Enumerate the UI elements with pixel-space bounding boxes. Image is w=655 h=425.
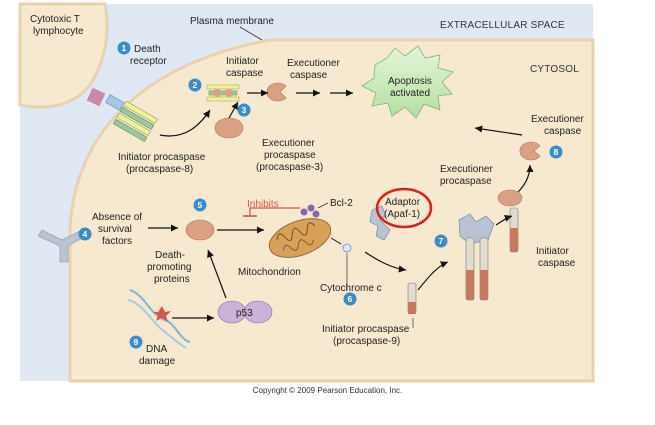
death-promoting-label-1: Death- [155, 250, 185, 261]
survival-factor-receptor [37, 229, 87, 263]
mitochondrion-label: Mitochondrion [238, 267, 301, 278]
apaf1-shape [369, 205, 391, 241]
executioner-caspase-top-label-2: caspase [290, 70, 328, 81]
executioner-procaspase-3-label-3: (procaspase-3) [256, 162, 323, 173]
p53-label: p53 [236, 308, 253, 319]
initiator-caspase-9-shape [509, 207, 519, 253]
bcl2-dot-2 [307, 204, 315, 212]
adaptor-label-2: (Apaf-1) [384, 209, 420, 220]
step-8-marker [549, 145, 563, 159]
executioner-procaspase-right-label-2: procaspase [440, 176, 492, 187]
initiator-procaspase-8-label-2: (procaspase-8) [126, 164, 193, 175]
apoptosis-activated-star [361, 45, 454, 119]
initiator-caspase-top-label-1: Initiator [226, 56, 259, 67]
executioner-procaspase-right-label-1: Executioner [440, 164, 493, 175]
dna-damage-shape [127, 289, 191, 349]
apoptosis-activated-label-1: Apoptosis [388, 76, 432, 87]
procaspase-9-shape [407, 282, 417, 314]
step-1-marker [117, 41, 131, 55]
adaptor-highlight-ring [375, 187, 433, 229]
executioner-caspase-top-label-1: Executioner [287, 58, 340, 69]
executioner-procaspase-3-shape [214, 117, 244, 139]
absence-survival-label-2: survival [98, 224, 132, 235]
step-2-number: 2 [193, 80, 198, 90]
dna-damage-label-2: damage [139, 356, 176, 367]
initiator-caspase-right-label-1: Initiator [536, 246, 569, 257]
initiator-procaspase-9-label-1: Initiator procaspase [322, 324, 410, 335]
apoptosis-activated-label-2: activated [390, 88, 430, 99]
step-9-marker [129, 335, 143, 349]
absence-survival-label-3: factors [102, 236, 132, 247]
step-6-marker [343, 292, 357, 306]
step-7-marker [434, 234, 448, 248]
dna-damage-label-1: DNA [146, 344, 167, 355]
plasma-membrane-label: Plasma membrane [190, 16, 274, 27]
initiator-caspase-top-label-2: caspase [226, 68, 264, 79]
step-1-number: 1 [122, 43, 127, 53]
death-promoting-protein-shape [185, 219, 215, 241]
cytochrome-c-shape [342, 243, 352, 253]
executioner-procaspase-right-shape [497, 189, 523, 207]
mitochondrion-shape [268, 218, 332, 258]
step-4-number: 4 [83, 229, 88, 239]
step-4-marker [78, 227, 92, 241]
extracellular-space-label: EXTRACELLULAR SPACE [440, 20, 565, 31]
death-promoting-label-3: proteins [154, 274, 190, 285]
executioner-caspase-right-label-1: Executioner [531, 114, 584, 125]
step-9-number: 9 [134, 337, 139, 347]
step-7-number: 7 [439, 236, 444, 246]
step-3-marker [237, 103, 251, 117]
initiator-procaspase-9-label-2: (procaspase-9) [333, 336, 400, 347]
executioner-caspase-right-label-2: caspase [544, 126, 582, 137]
cytotoxic-t-label-2: lymphocyte [33, 26, 84, 37]
procaspase-8-complex [112, 100, 158, 143]
bcl2-label: Bcl-2 [330, 198, 353, 209]
death-ligand-shape [86, 87, 106, 107]
death-receptor-label-1: Death [134, 44, 161, 55]
apoptosome-shape [458, 213, 495, 301]
executioner-caspase-right-shape [519, 141, 541, 161]
absence-survival-label-1: Absence of [92, 212, 142, 223]
adaptor-label-1: Adaptor [385, 197, 421, 208]
death-receptor-label-2: receptor [130, 56, 167, 67]
step-5-number: 5 [198, 200, 203, 210]
bcl2-dot-1 [300, 208, 308, 216]
bcl2-dot-3 [312, 210, 320, 218]
step-2-marker [188, 78, 202, 92]
executioner-procaspase-3-label-1: Executioner [262, 138, 315, 149]
cytosol-label: CYTOSOL [530, 64, 579, 75]
initiator-caspase-right-label-2: caspase [538, 258, 576, 269]
step-8-number: 8 [554, 147, 559, 157]
cytotoxic-t-lymphocyte [18, 2, 109, 109]
initiator-caspase-8-active [206, 84, 240, 102]
step-6-number: 6 [348, 294, 353, 304]
cytotoxic-t-label-1: Cytotoxic T [30, 14, 80, 25]
p53-shape [217, 300, 273, 324]
step-5-marker [193, 198, 207, 212]
cytochrome-c-label: Cytochrome c [320, 283, 382, 294]
cytosol-region [68, 38, 595, 383]
death-promoting-label-2: promoting [147, 262, 191, 273]
copyright-text: Copyright © 2009 Pearson Education, Inc. [252, 386, 403, 395]
executioner-procaspase-3-label-2: procaspase [264, 150, 316, 161]
initiator-procaspase-8-label-1: Initiator procaspase [118, 152, 206, 163]
inhibits-label: Inhibits [247, 199, 279, 210]
step-3-number: 3 [242, 105, 247, 115]
